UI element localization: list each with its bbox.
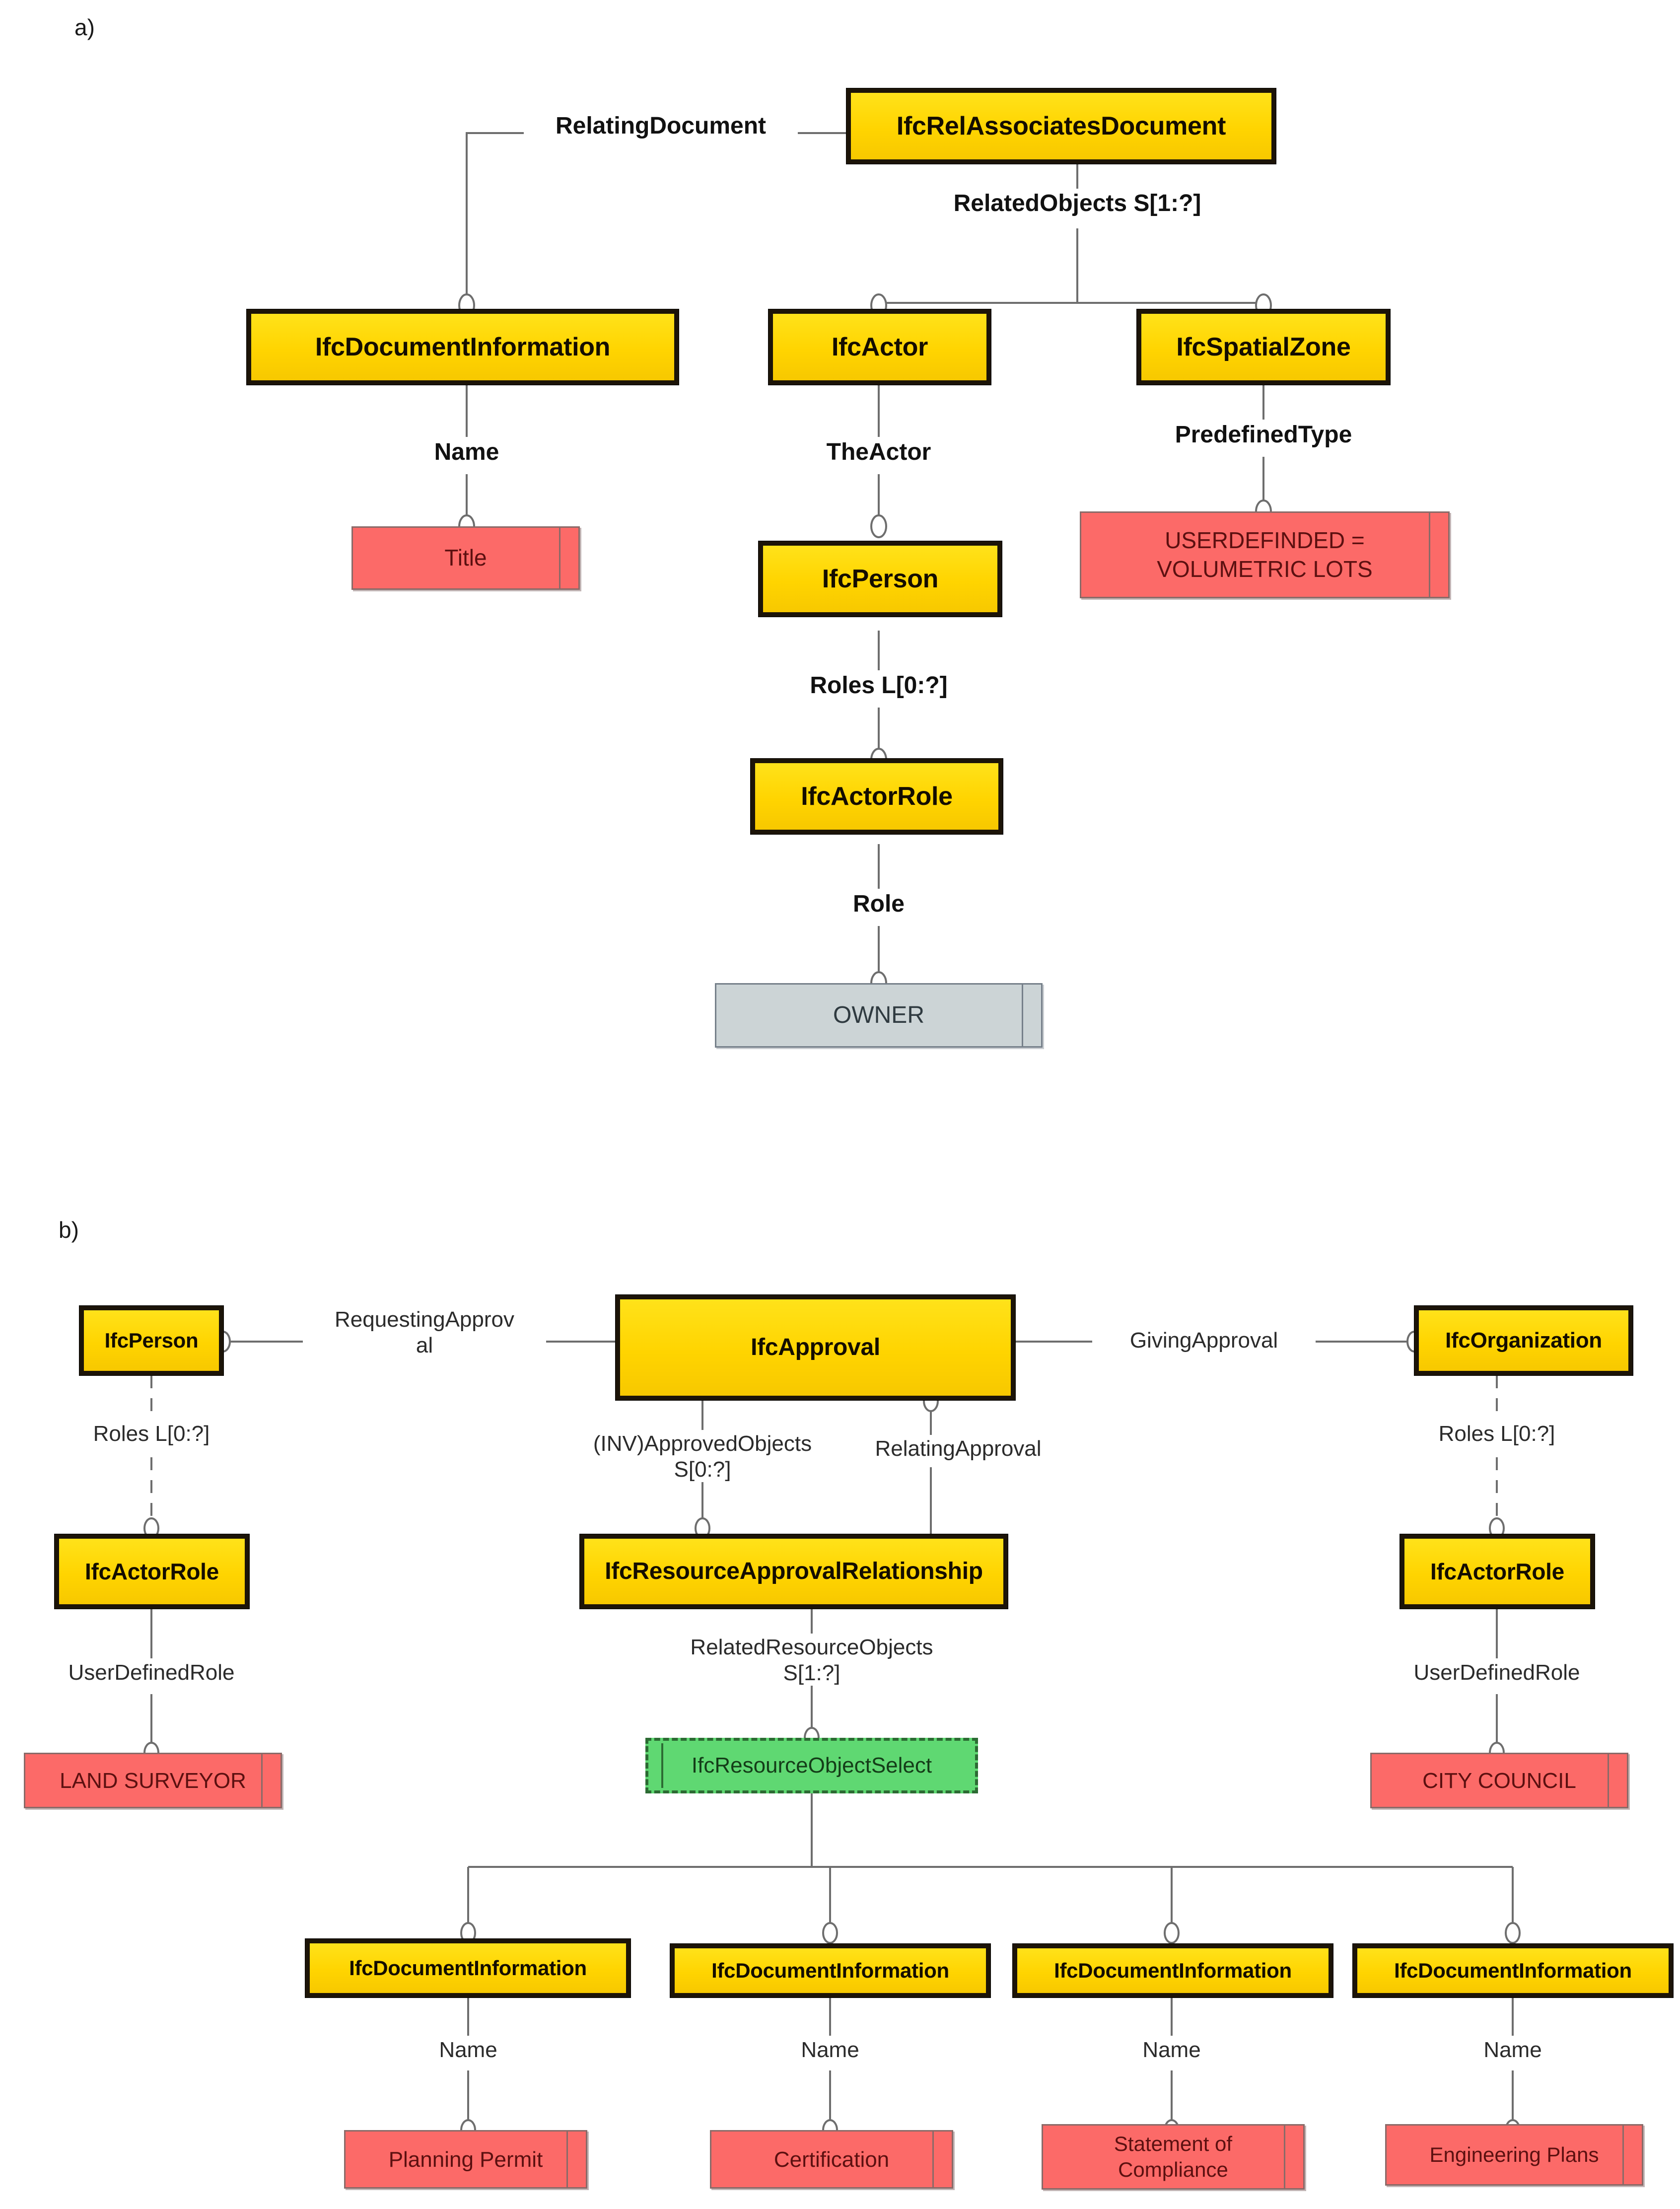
enum-owner: OWNER [715, 983, 1043, 1048]
entity-ifcspatialzone[interactable]: IfcSpatialZone [1137, 309, 1390, 385]
value-divider [261, 1754, 263, 1807]
panel-a-label: a) [74, 14, 95, 40]
entity-label: IfcRelAssociatesDocument [896, 111, 1226, 141]
value-divider [559, 528, 560, 588]
value-statement-of-compliance: Statement of Compliance [1042, 2124, 1305, 2190]
value-title: Title [351, 526, 580, 590]
entity-label: IfcPerson [822, 564, 939, 593]
attr-role-a: Role [852, 891, 905, 917]
entity-ifcperson-a[interactable]: IfcPerson [759, 541, 1002, 617]
attr-name-2: Name [801, 2038, 859, 2062]
entity-ifcdocumentinformation-a[interactable]: IfcDocumentInformation [247, 309, 679, 385]
select-ifcresourceobjectselect[interactable]: IfcResourceObjectSelect [645, 1738, 978, 1793]
entity-ifcactorrole-a[interactable]: IfcActorRole [751, 759, 1003, 834]
value-divider [932, 2132, 934, 2187]
entity-label: IfcResourceApprovalRelationship [605, 1558, 983, 1584]
attr-roles-b-left: Roles L[0:?] [93, 1422, 210, 1446]
value-label: USERDEFINDED = VOLUMETRIC LOTS [1157, 527, 1373, 582]
entity-label: IfcActor [831, 332, 928, 361]
entity-ifcdocumentinformation-3[interactable]: IfcDocumentInformation [1013, 1944, 1333, 1997]
attr-approvedobjects: (INV)ApprovedObjects S[0:?] [593, 1431, 812, 1482]
value-label: Certification [773, 2147, 890, 2172]
entity-label: IfcDocumentInformation [1054, 1958, 1292, 1982]
panel-b-label: b) [59, 1217, 79, 1243]
entity-ifcdocumentinformation-2[interactable]: IfcDocumentInformation [670, 1944, 990, 1997]
value-city-council: CITY COUNCIL [1370, 1753, 1628, 1808]
attr-roles-b-right: Roles L[0:?] [1438, 1422, 1555, 1446]
attr-givingapproval: GivingApproval [1129, 1328, 1278, 1353]
entity-label: IfcDocumentInformation [711, 1958, 949, 1982]
attr-requestingapproval: RequestingApprov al [334, 1307, 514, 1357]
entity-label: IfcDocumentInformation [315, 332, 611, 361]
attr-theactor: TheActor [826, 439, 931, 465]
select-divider [661, 1743, 663, 1788]
entity-ifcactorrole-b-left[interactable]: IfcActorRole [55, 1534, 249, 1609]
attr-relatedresourceobjects: RelatedResourceObjects S[1:?] [690, 1635, 933, 1685]
attr-name-a: Name [434, 439, 499, 465]
value-label: Statement of Compliance [1114, 2132, 1233, 2182]
value-land-surveyor: LAND SURVEYOR [24, 1753, 282, 1808]
value-userdefinded-volumetric-lots: USERDEFINDED = VOLUMETRIC LOTS [1080, 511, 1450, 598]
entity-label: IfcActorRole [801, 782, 953, 811]
value-divider [1429, 513, 1430, 597]
value-divider [566, 2132, 568, 2187]
value-divider [1608, 1754, 1609, 1807]
value-engineering-plans: Engineering Plans [1385, 2124, 1643, 2186]
entity-label: IfcOrganization [1445, 1328, 1602, 1353]
entity-ifcactorrole-b-right[interactable]: IfcActorRole [1400, 1534, 1595, 1609]
value-label: LAND SURVEYOR [60, 1768, 246, 1793]
attr-name-1: Name [439, 2038, 497, 2062]
value-label: Engineering Plans [1429, 2142, 1599, 2166]
entity-ifcorganization[interactable]: IfcOrganization [1414, 1306, 1633, 1375]
attr-name-3: Name [1142, 2038, 1201, 2062]
attr-predefinedtype: PredefinedType [1175, 422, 1352, 448]
entity-label: IfcApproval [751, 1334, 880, 1360]
entity-ifcapproval[interactable]: IfcApproval [616, 1295, 1015, 1400]
attr-relatedobjects: RelatedObjects S[1:?] [953, 190, 1201, 216]
value-label: CITY COUNCIL [1422, 1768, 1576, 1793]
value-label: Title [444, 545, 487, 571]
entity-label: IfcDocumentInformation [1394, 1958, 1632, 1982]
entity-ifcrelassociatesdocument[interactable]: IfcRelAssociatesDocument [846, 88, 1276, 164]
attr-name-4: Name [1483, 2038, 1542, 2062]
value-certification: Certification [710, 2130, 953, 2189]
attr-userdefinedrole-left: UserDefinedRole [68, 1660, 235, 1685]
entity-label: IfcActorRole [1430, 1558, 1564, 1584]
select-label: IfcResourceObjectSelect [691, 1753, 932, 1778]
entity-ifcresourceapprovalrelationship[interactable]: IfcResourceApprovalRelationship [580, 1534, 1008, 1609]
entity-label: IfcPerson [104, 1328, 199, 1352]
entity-label: IfcDocumentInformation [349, 1956, 587, 1980]
value-label: Planning Permit [388, 2147, 543, 2172]
value-divider [1622, 2126, 1624, 2184]
entity-ifcdocumentinformation-4[interactable]: IfcDocumentInformation [1353, 1944, 1673, 1997]
attr-relatingapproval: RelatingApproval [875, 1436, 1042, 1461]
entity-ifcdocumentinformation-1[interactable]: IfcDocumentInformation [305, 1939, 630, 1997]
value-planning-permit: Planning Permit [344, 2130, 587, 2189]
entity-label: IfcActorRole [85, 1558, 219, 1584]
value-divider [1284, 2126, 1285, 2188]
enum-label: OWNER [833, 1002, 924, 1028]
enum-divider [1022, 985, 1023, 1046]
attr-roles-a: Roles L[0:?] [810, 672, 948, 699]
entity-label: IfcSpatialZone [1176, 332, 1351, 361]
attr-userdefinedrole-right: UserDefinedRole [1413, 1660, 1580, 1685]
attr-relatingdocument: RelatingDocument [555, 113, 767, 139]
entity-ifcactor[interactable]: IfcActor [769, 309, 991, 385]
entity-ifcperson-b[interactable]: IfcPerson [79, 1306, 223, 1375]
